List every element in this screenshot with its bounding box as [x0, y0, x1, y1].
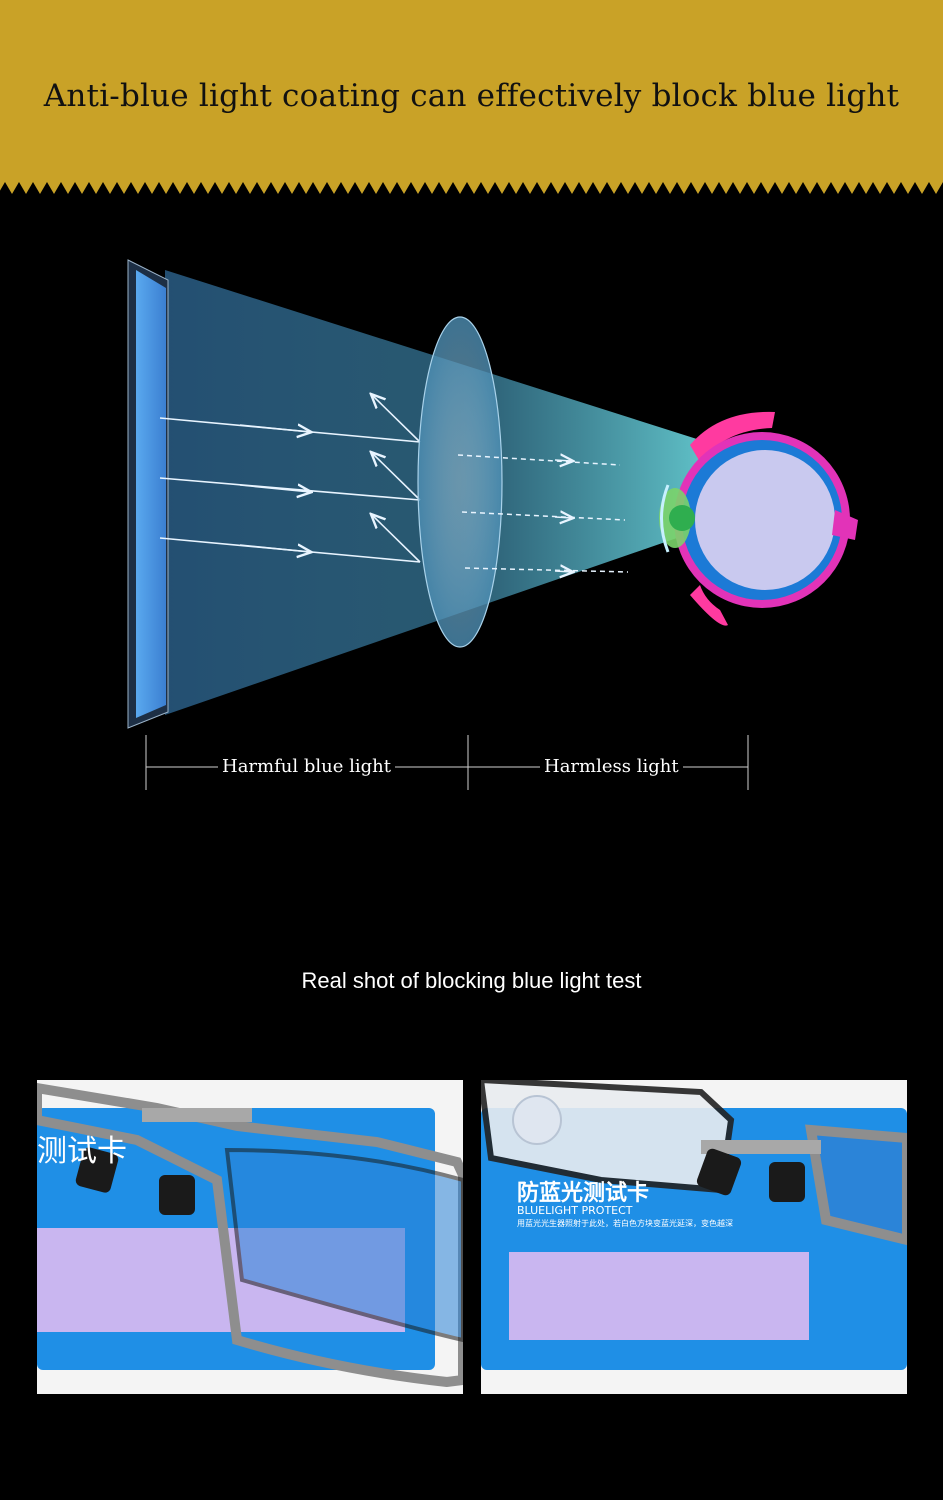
test-caption: Real shot of blocking blue light test [301, 968, 642, 993]
card-partial-text: 测试卡 [37, 1134, 127, 1169]
test-photo-left: 测试卡 [37, 1080, 463, 1394]
label-harmful: Harmful blue light [218, 756, 395, 777]
header-banner: Anti-blue light coating can effectively … [0, 0, 943, 200]
screen [127, 259, 169, 729]
card-note: 用蓝光光生器照射于此处，若白色方块变蓝光延深，变色越深 [517, 1219, 733, 1228]
card-title-cn: 防蓝光测试卡 [517, 1181, 650, 1206]
harmless-rays [457, 454, 629, 573]
lens [417, 316, 503, 648]
test-photo-right: 防蓝光测试卡 BLUELIGHT PROTECT 用蓝光光生器照射于此处，若白色… [481, 1080, 907, 1394]
eye-icon [659, 411, 858, 626]
banner-background [0, 0, 943, 194]
harmful-rays [159, 395, 421, 563]
blue-light-diagram: Harmful blue light Harmless light [0, 200, 943, 840]
test-card-window [509, 1252, 809, 1340]
label-harmless: Harmless light [540, 756, 683, 777]
diagram-illustration [127, 259, 858, 790]
card-title-en: BLUELIGHT PROTECT [517, 1204, 633, 1217]
headline: Anti-blue light coating can effectively … [43, 78, 900, 114]
